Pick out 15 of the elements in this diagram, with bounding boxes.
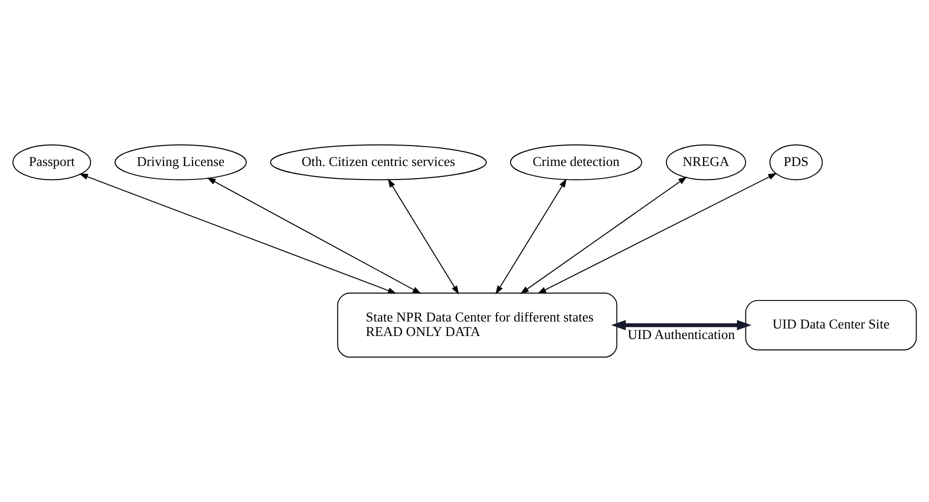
node-ellipse: Driving License: [114, 144, 247, 180]
arrow: [611, 320, 752, 330]
arrow: [388, 178, 459, 294]
node-ellipse: Crime detection: [510, 144, 642, 180]
node-ellipse: NREGA: [666, 144, 746, 180]
node-ellipse: PDS: [769, 144, 823, 180]
edge-label: UID Authentication: [628, 326, 735, 342]
node-ellipse: Oth. Citizen centric services: [270, 144, 487, 180]
node-box: UID Data Center Site: [745, 300, 917, 350]
arrow: [496, 178, 567, 294]
arrow: [79, 174, 397, 294]
arrow: [206, 178, 422, 294]
node-box: State NPR Data Center for different states READ ONLY DATA: [337, 292, 618, 358]
arrow: [520, 176, 688, 294]
arrow: [537, 172, 777, 294]
